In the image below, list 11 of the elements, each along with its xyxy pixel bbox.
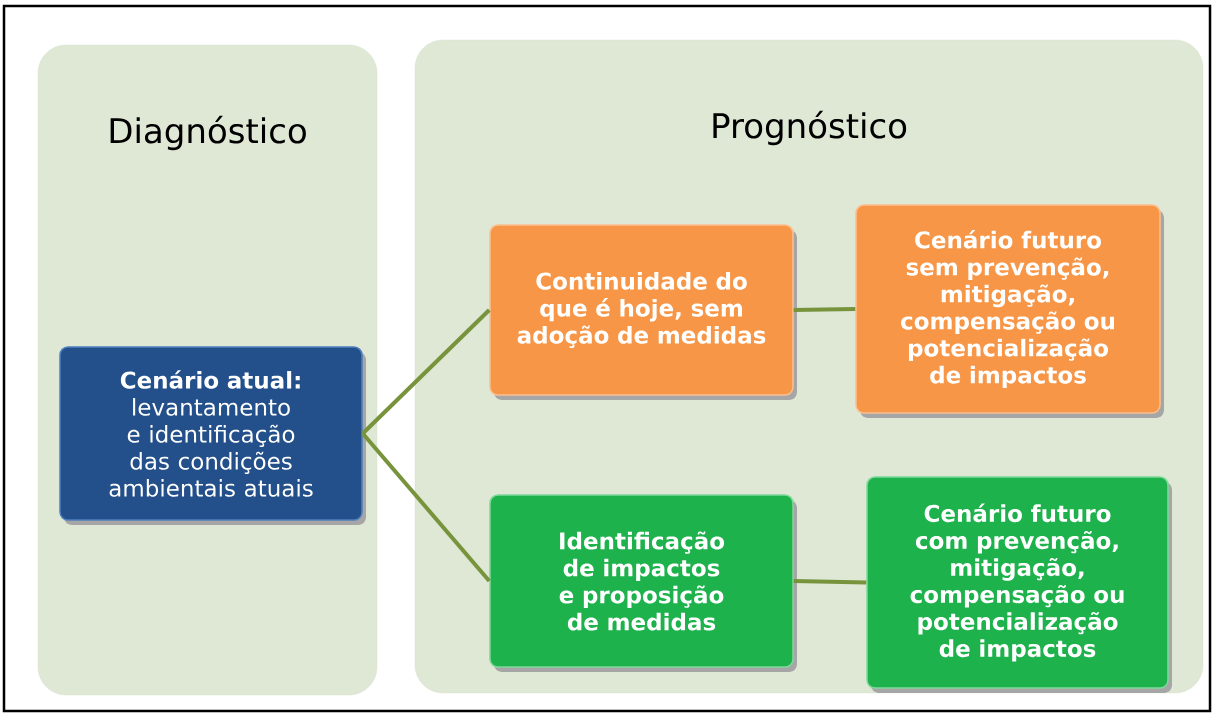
text-box: Cenário futuro sem prevenção, mitigação, compensação ou potencialização de impactos (855, 204, 1161, 414)
connector-line (793, 307, 856, 312)
text-box: Continuidade do que é hoje, sem adoção de medidas (489, 224, 794, 396)
connector-line (793, 579, 867, 585)
text-box: Cenário atual: levantamento e identificação das condições ambientais atuais (59, 346, 363, 521)
panel-title: Prognóstico (713, 110, 907, 146)
text-box: Identificação de impactos e proposição de medidas (489, 494, 794, 668)
panel-title: Diagnóstico (110, 115, 306, 151)
text-box: Cenário futuro com prevenção, mitigação, compensação ou potencialização de impactos (866, 476, 1169, 689)
connector-line (361, 432, 491, 583)
connector-line (361, 308, 491, 435)
